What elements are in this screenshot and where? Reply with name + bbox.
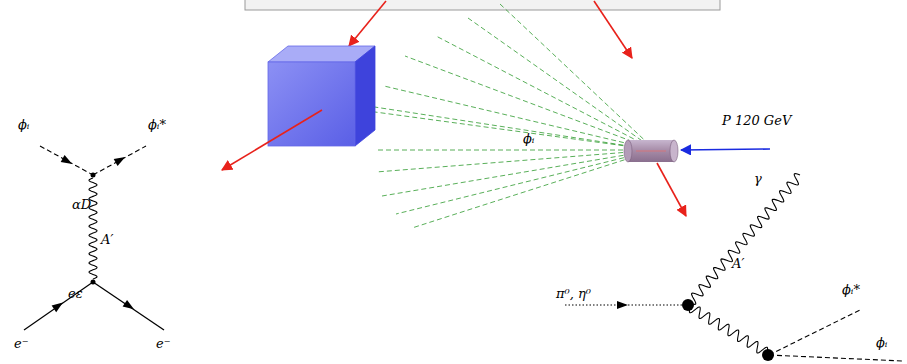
diagram-label: e⁻ (156, 337, 171, 351)
diagram-label: ϕᵢ (523, 132, 534, 146)
diagram-label: αD (72, 198, 91, 212)
pointer-arrow (594, 1, 632, 58)
diagram-label: eε (68, 287, 83, 301)
detector-cube (268, 46, 375, 146)
diagram-label: γ (754, 172, 762, 186)
top-bar (245, 0, 720, 10)
diagram-label: P 120 GeV (722, 114, 791, 128)
diagram-label: ϕᵢ* (842, 283, 860, 297)
pointer-arrow (349, 1, 386, 46)
diagram-label: e⁻ (14, 337, 29, 351)
diagram-label: ϕᵢ (876, 336, 887, 350)
diagram-label: π⁰, η⁰ (556, 287, 591, 301)
scalar-fan (355, 4, 655, 228)
beam-arrow (681, 149, 770, 150)
diagram-label: A′ (101, 233, 113, 247)
pointer-arrow (222, 110, 322, 170)
pointer-arrow (657, 163, 686, 216)
decay-diagram (565, 174, 903, 361)
diagram-label: ϕᵢ* (148, 118, 166, 132)
diagram-label: A′ (732, 257, 744, 271)
diagram-label: ϕᵢ (18, 118, 29, 132)
scattering-diagram (24, 146, 164, 330)
target-cylinder (624, 140, 678, 162)
